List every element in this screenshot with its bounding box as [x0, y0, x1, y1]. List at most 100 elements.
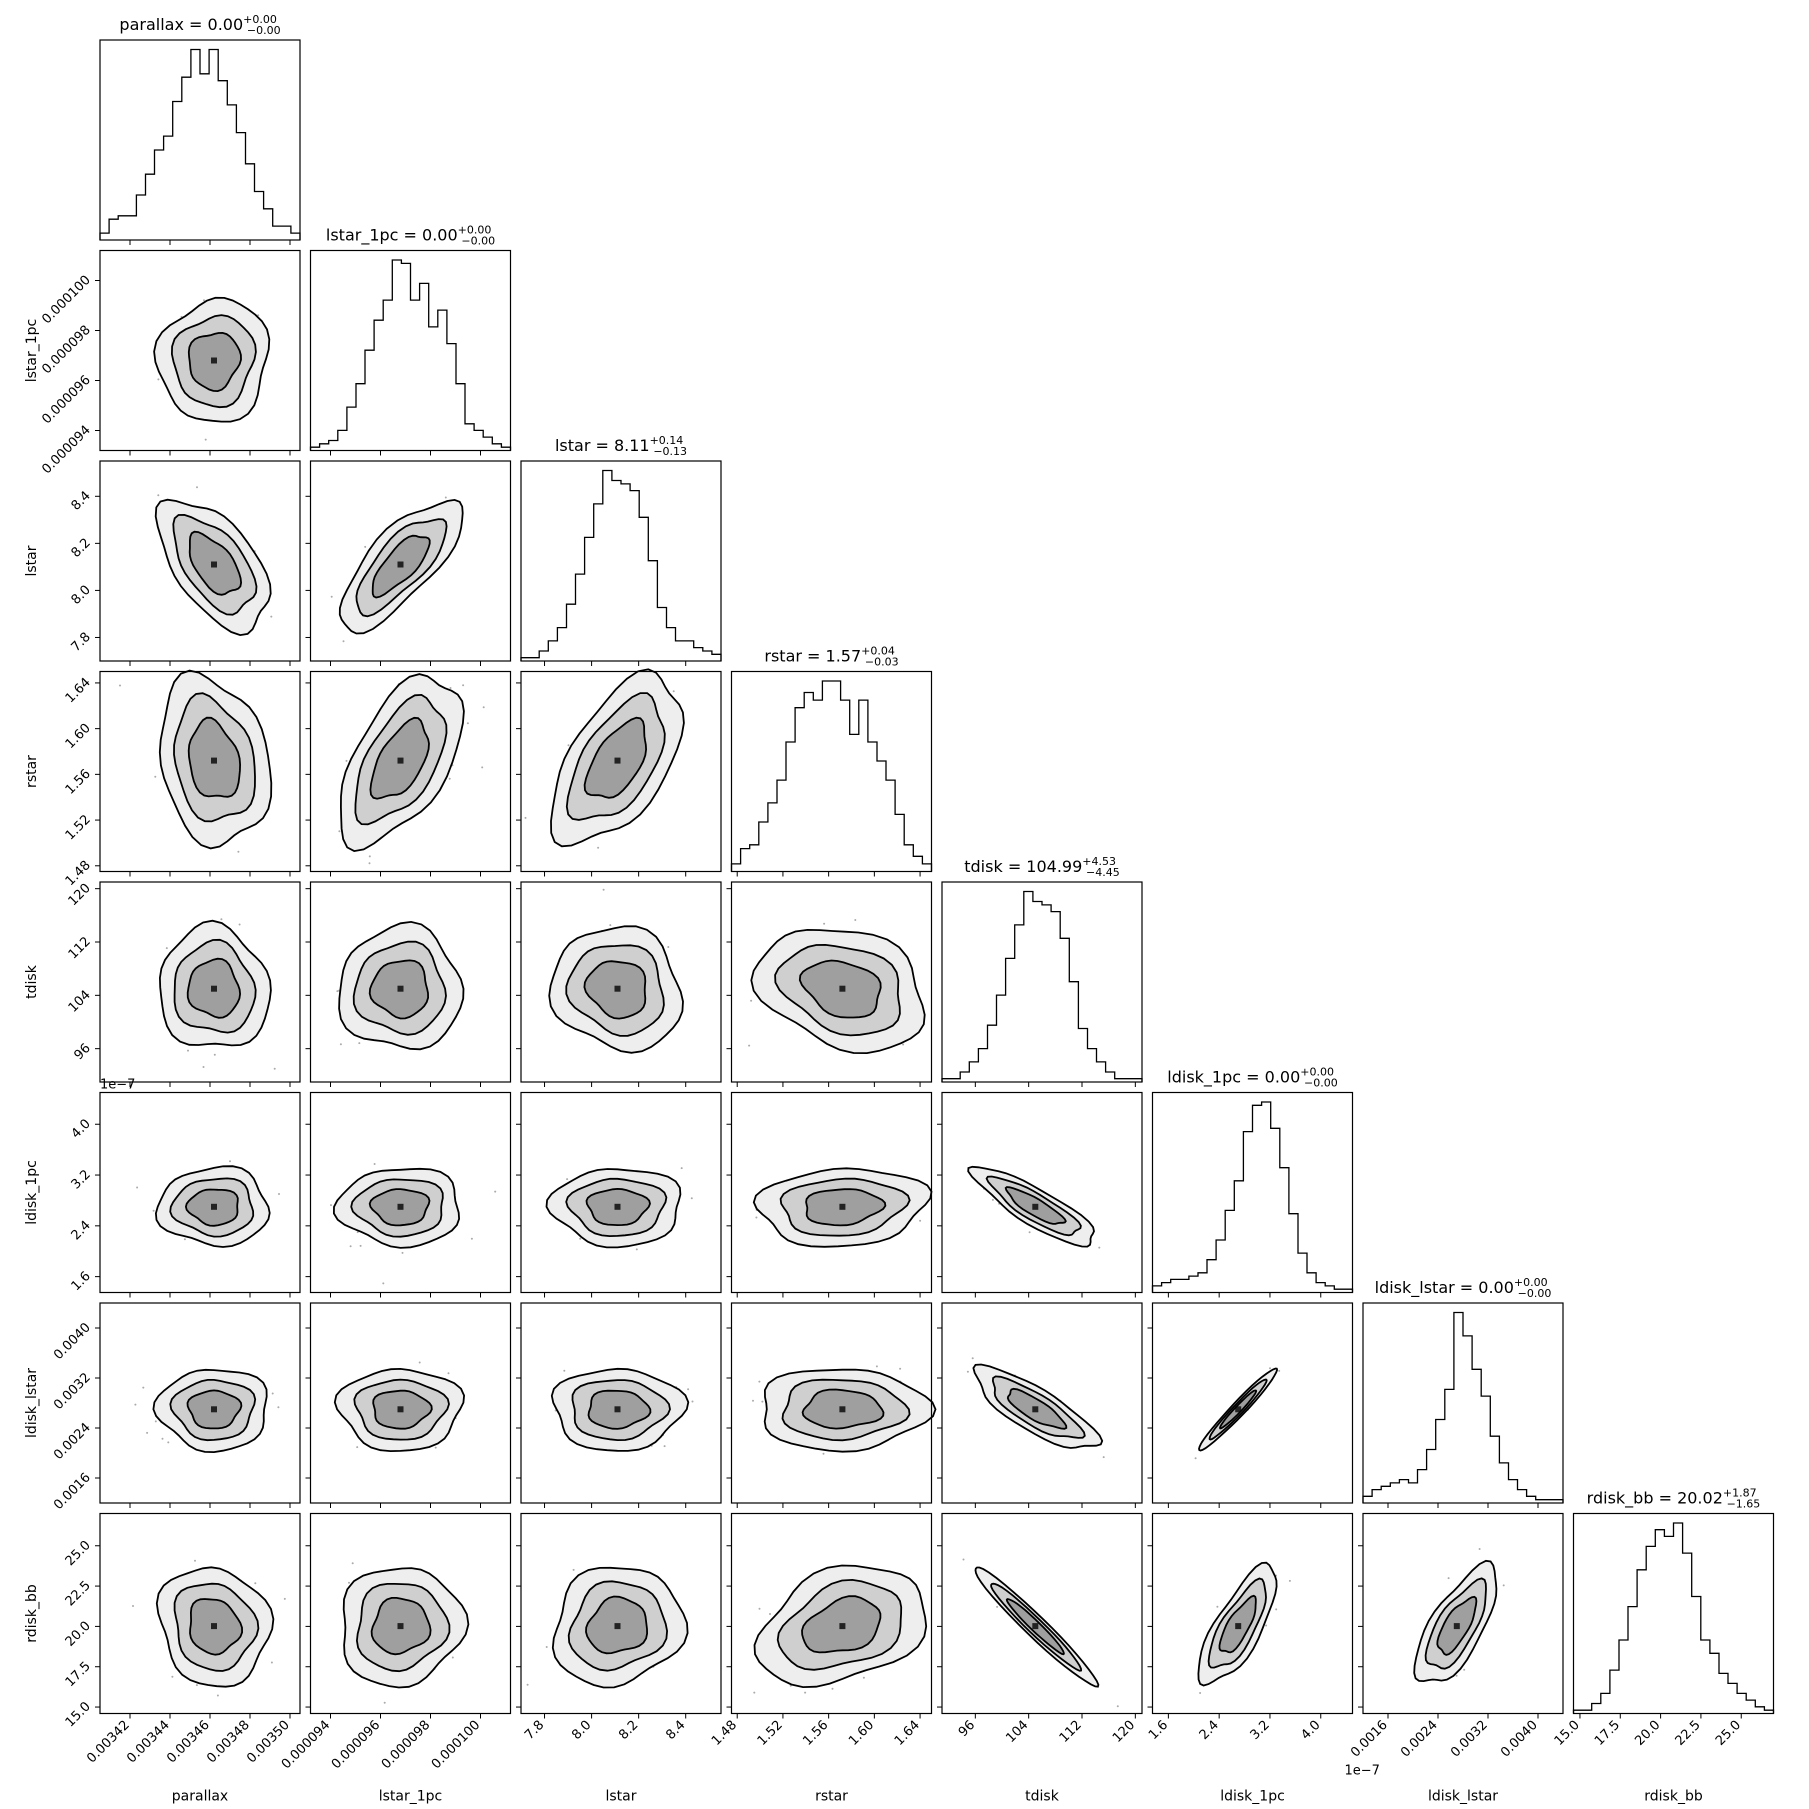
contour-outer: [333, 1367, 466, 1453]
panel-lstar_1pc-vs-lstar_1pc: lstar_1pc = 0.00+0.00−0.00: [309, 224, 512, 456]
contour-inner: [368, 959, 430, 1020]
contour-inner: [1006, 1387, 1068, 1430]
contour-outer: [1197, 1561, 1278, 1687]
contour-middle: [565, 692, 666, 821]
contour-middle: [1207, 1577, 1267, 1669]
histogram-ldisk_1pc: [1151, 1101, 1354, 1293]
xtick-label-ldisk_lstar: 0.0024: [1398, 1718, 1441, 1761]
panel-frame: [520, 460, 722, 662]
xaxis-label-rstar: rstar: [815, 1789, 848, 1805]
contour-middle: [565, 1177, 668, 1238]
xtick-label-tdisk: 96: [956, 1718, 978, 1740]
contour-inner: [369, 716, 430, 800]
panel-frame: [309, 670, 512, 873]
panel-frame: [309, 1302, 512, 1504]
contour-outer: [152, 1368, 268, 1454]
panel-frame: [730, 1512, 933, 1715]
xtick-label-ldisk_1pc: 3.2: [1248, 1718, 1273, 1743]
contour-middle: [169, 1379, 257, 1442]
contour-outer: [550, 1367, 690, 1452]
contour-middle: [567, 1580, 669, 1672]
panel-rdisk_bb-vs-lstar_1pc: 0.0000940.0000960.0000980.000100lstar_1p…: [279, 1512, 512, 1805]
contour-middle: [779, 1177, 911, 1237]
panel-frame: [99, 1091, 301, 1294]
contour-inner: [368, 1188, 431, 1227]
ytick-label-lstar: 8.2: [69, 536, 94, 561]
ytick-label-rstar: 1.60: [63, 721, 94, 752]
yaxis-label-tdisk: tdisk: [24, 964, 40, 999]
panel-frame: [309, 249, 512, 452]
contour-inner: [186, 1389, 243, 1430]
panel-frame: [941, 881, 1143, 1083]
panel-frame: [99, 249, 301, 452]
ytick-label-tdisk: 112: [66, 934, 94, 962]
panel-frame: [1151, 1091, 1354, 1294]
xtick-label-lstar: 8.4: [663, 1718, 688, 1743]
xtick-label-rstar: 1.52: [755, 1718, 786, 1749]
contour-middle: [991, 1375, 1086, 1439]
yaxis-label-lstar_1pc: lstar_1pc: [24, 319, 40, 383]
panel-ldisk_lstar-vs-lstar_1pc: [305, 1302, 512, 1508]
histogram-parallax: [99, 48, 301, 240]
contour-outer: [1198, 1367, 1279, 1452]
panel-frame: [730, 881, 933, 1083]
contour-outer: [545, 1168, 682, 1249]
ytick-label-ldisk_lstar: 0.0040: [51, 1320, 94, 1363]
contour-inner: [189, 1598, 244, 1656]
ytick-label-rdisk_bb: 20.0: [63, 1619, 94, 1650]
panel-lstar-vs-lstar: lstar = 8.11+0.14−0.13: [520, 434, 722, 666]
panel-frame: [730, 1302, 933, 1504]
panel-ldisk_1pc-vs-tdisk: [937, 1091, 1143, 1298]
xaxis-label-ldisk_1pc: ldisk_1pc: [1220, 1789, 1285, 1805]
contour-middle: [173, 1582, 260, 1672]
contour-middle: [355, 518, 448, 618]
panel-tdisk-vs-lstar: [516, 881, 722, 1087]
panel-rdisk_bb-vs-parallax: 0.003420.003440.003460.003480.00350paral…: [24, 1512, 301, 1805]
xaxis-label-parallax: parallax: [172, 1789, 228, 1805]
panel-frame: [309, 1091, 512, 1294]
ytick-label-tdisk: 104: [66, 988, 94, 1016]
histogram-tdisk: [941, 890, 1143, 1082]
contour-inner: [805, 1188, 887, 1227]
contour-inner: [186, 957, 242, 1019]
yaxis-label-ldisk_lstar: ldisk_lstar: [24, 1368, 40, 1438]
title-tdisk: tdisk = 104.99+4.53−4.45: [964, 855, 1119, 879]
xtick-label-rstar: 1.64: [892, 1718, 923, 1749]
yaxis-offset-ldisk_1pc: 1e−7: [100, 1078, 135, 1093]
panel-frame: [730, 1091, 933, 1294]
contour-inner: [188, 530, 243, 596]
xtick-label-tdisk: 120: [1110, 1718, 1138, 1746]
ytick-label-rdisk_bb: 22.5: [63, 1578, 94, 1609]
panel-lstar_1pc-vs-parallax: 0.0000940.0000960.0000980.000100lstar_1p…: [24, 249, 301, 477]
contour-middle: [1208, 1378, 1268, 1441]
contour-inner: [187, 716, 242, 798]
contour-middle: [571, 1379, 671, 1442]
panel-frame: [309, 460, 512, 662]
histogram-lstar: [520, 469, 722, 661]
xtick-label-ldisk_1pc: 1.6: [1146, 1718, 1171, 1743]
contour-middle: [990, 1582, 1083, 1672]
contour-middle: [173, 692, 256, 823]
panel-frame: [520, 881, 722, 1083]
panel-tdisk-vs-rstar: [726, 881, 933, 1087]
contour-outer: [752, 1167, 933, 1248]
contour-middle: [352, 940, 447, 1036]
panel-ldisk_lstar-vs-tdisk: [937, 1302, 1143, 1508]
xtick-label-rstar: 1.60: [846, 1718, 877, 1749]
contour-inner: [798, 959, 882, 1019]
contour-outer: [763, 1368, 937, 1453]
ytick-label-rstar: 1.56: [63, 767, 94, 798]
ytick-label-lstar: 8.4: [69, 489, 94, 514]
panel-rstar-vs-lstar_1pc: [305, 670, 512, 877]
xtick-label-rstar: 1.56: [800, 1718, 831, 1749]
ytick-label-lstar: 7.8: [69, 630, 94, 655]
title-lstar: lstar = 8.11+0.14−0.13: [555, 434, 687, 458]
panel-lstar-vs-lstar_1pc: [305, 460, 512, 666]
xaxis-label-rdisk_bb: rdisk_bb: [1644, 1789, 1703, 1805]
xtick-label-ldisk_lstar: 0.0032: [1448, 1718, 1491, 1761]
